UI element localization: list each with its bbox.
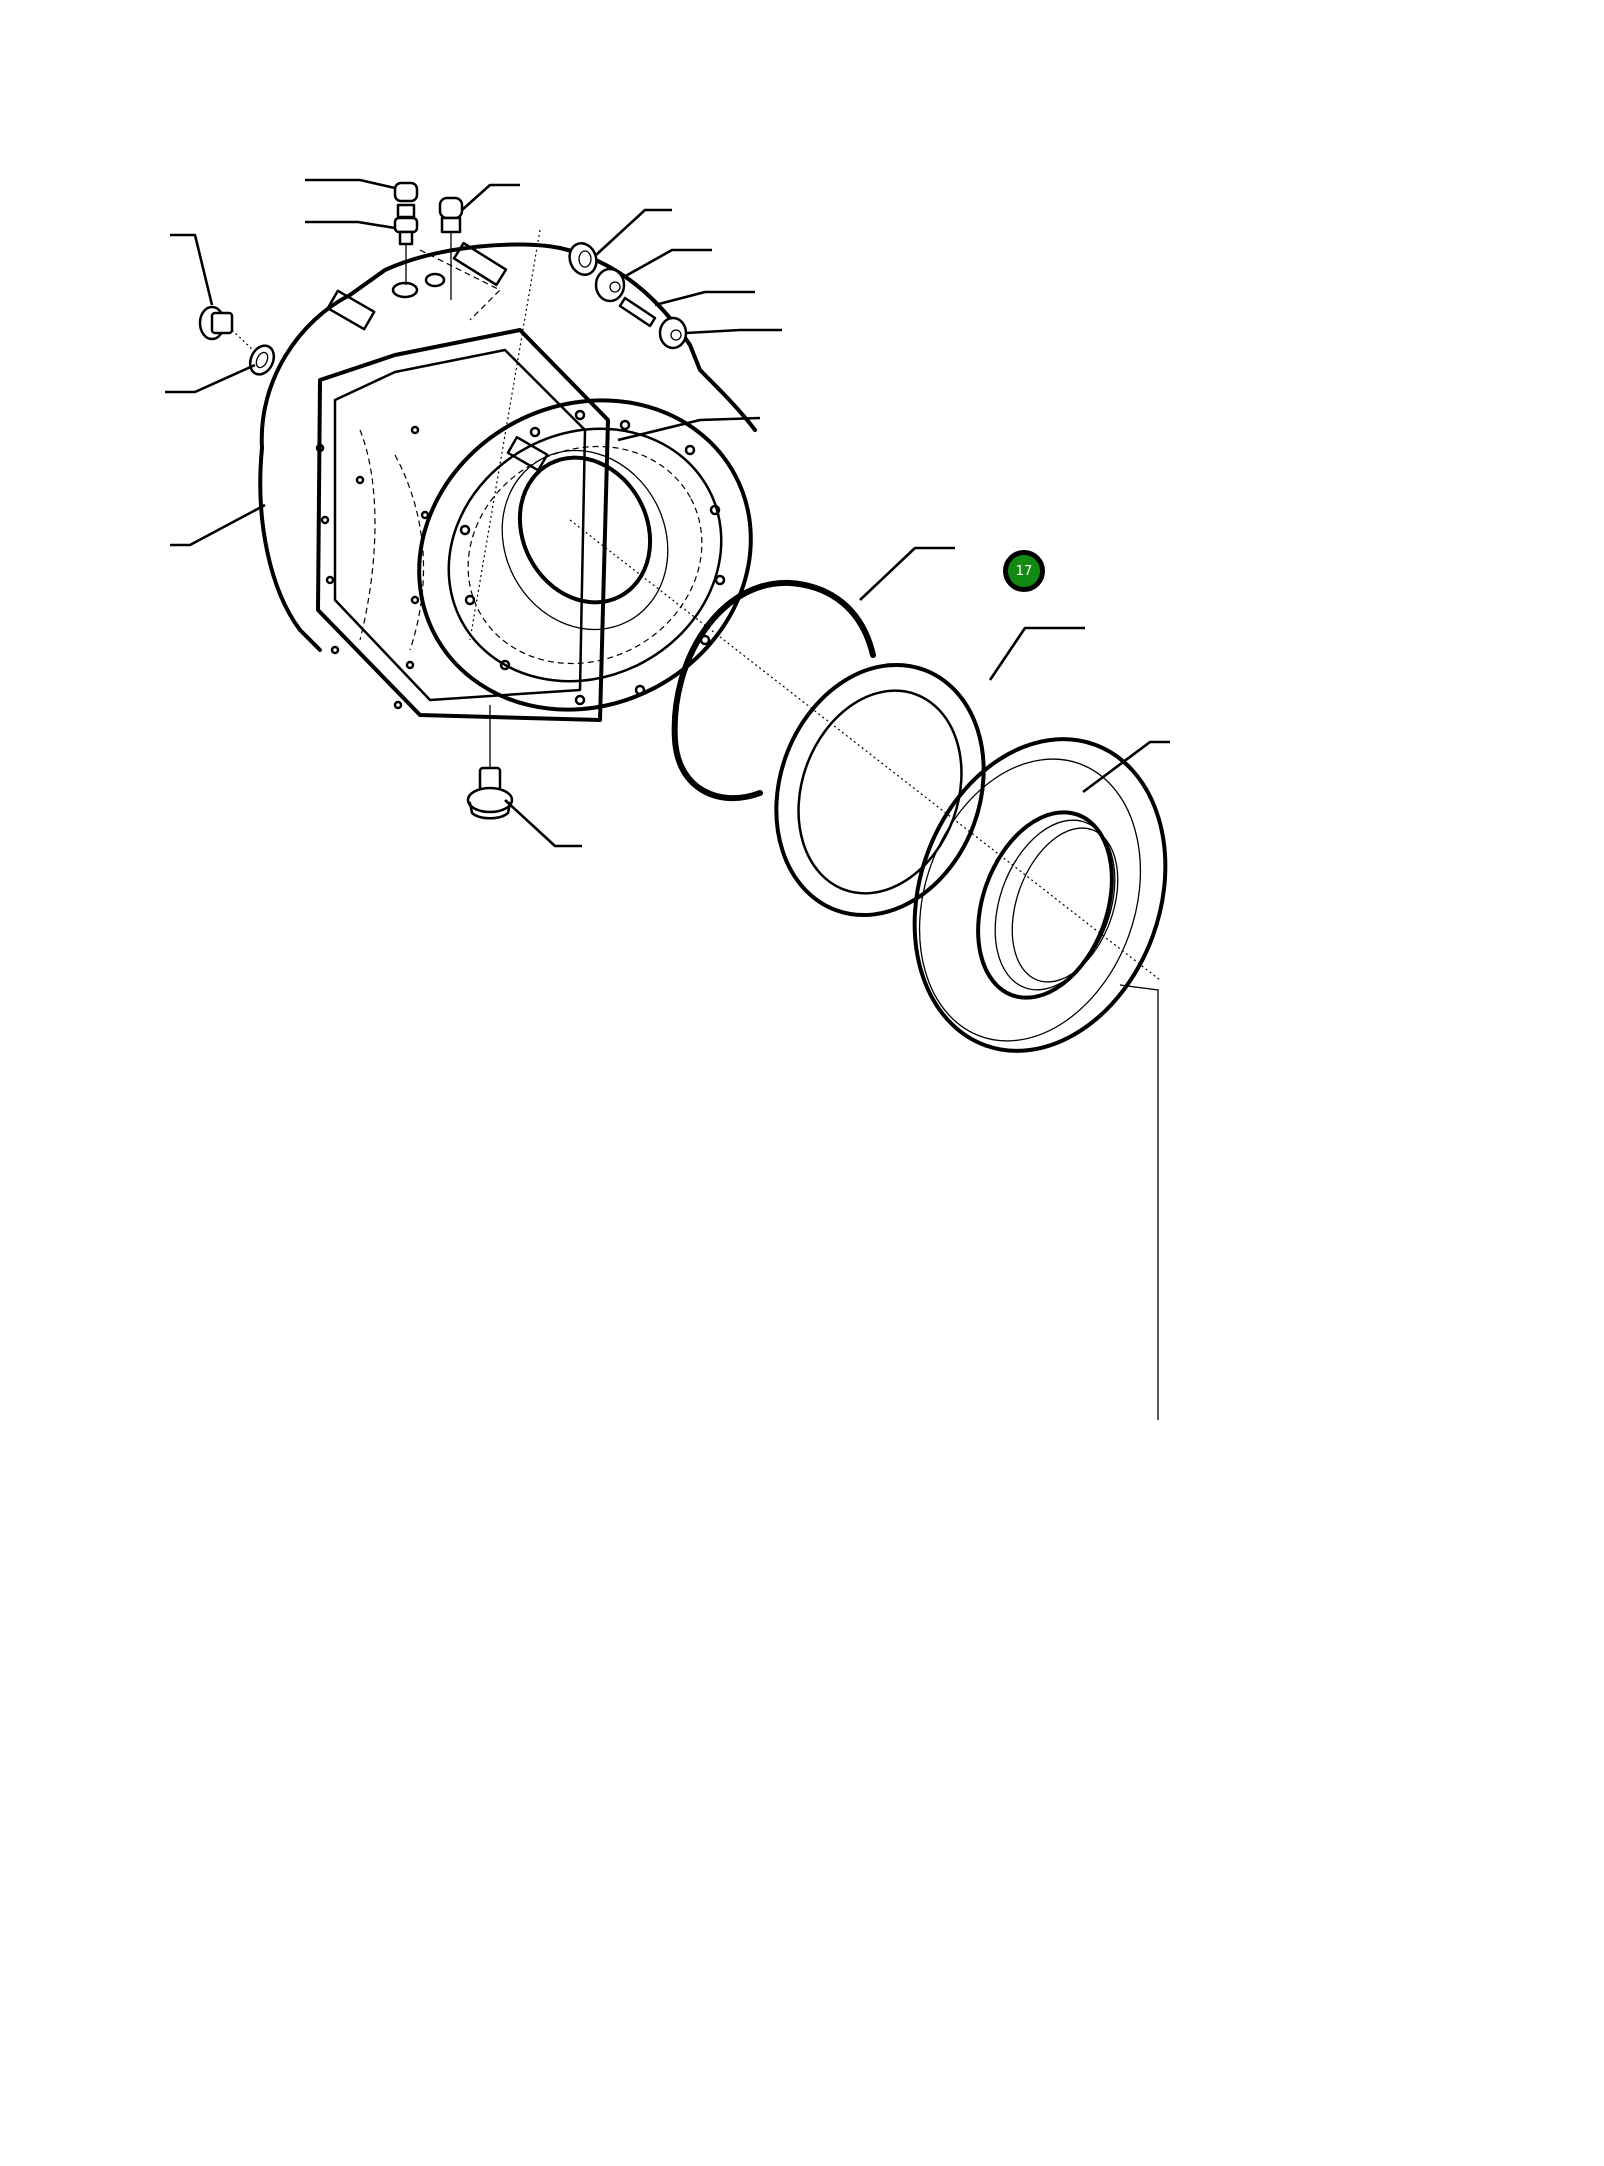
callout-badge-17[interactable]: 17 (1003, 550, 1045, 592)
housing-plug-top-cap[interactable] (393, 181, 419, 203)
washer[interactable] (565, 240, 600, 279)
shim-ring[interactable] (742, 636, 1017, 945)
leader-lines-upper (165, 178, 782, 848)
snap-ring-upper[interactable] (671, 579, 876, 802)
side-plug-washer[interactable] (246, 342, 279, 378)
nut[interactable] (594, 267, 626, 303)
callout-badge-label: 17 (1015, 563, 1033, 579)
side-plug[interactable] (198, 305, 234, 341)
housing-breather-fitting[interactable] (393, 203, 419, 285)
center-housing[interactable] (258, 241, 805, 767)
lock-nut[interactable] (658, 316, 688, 350)
bearing-cup[interactable] (873, 704, 1208, 1087)
drain-plug[interactable] (466, 705, 514, 820)
stud[interactable] (618, 296, 657, 328)
housing-plug-top-right[interactable] (438, 196, 464, 300)
